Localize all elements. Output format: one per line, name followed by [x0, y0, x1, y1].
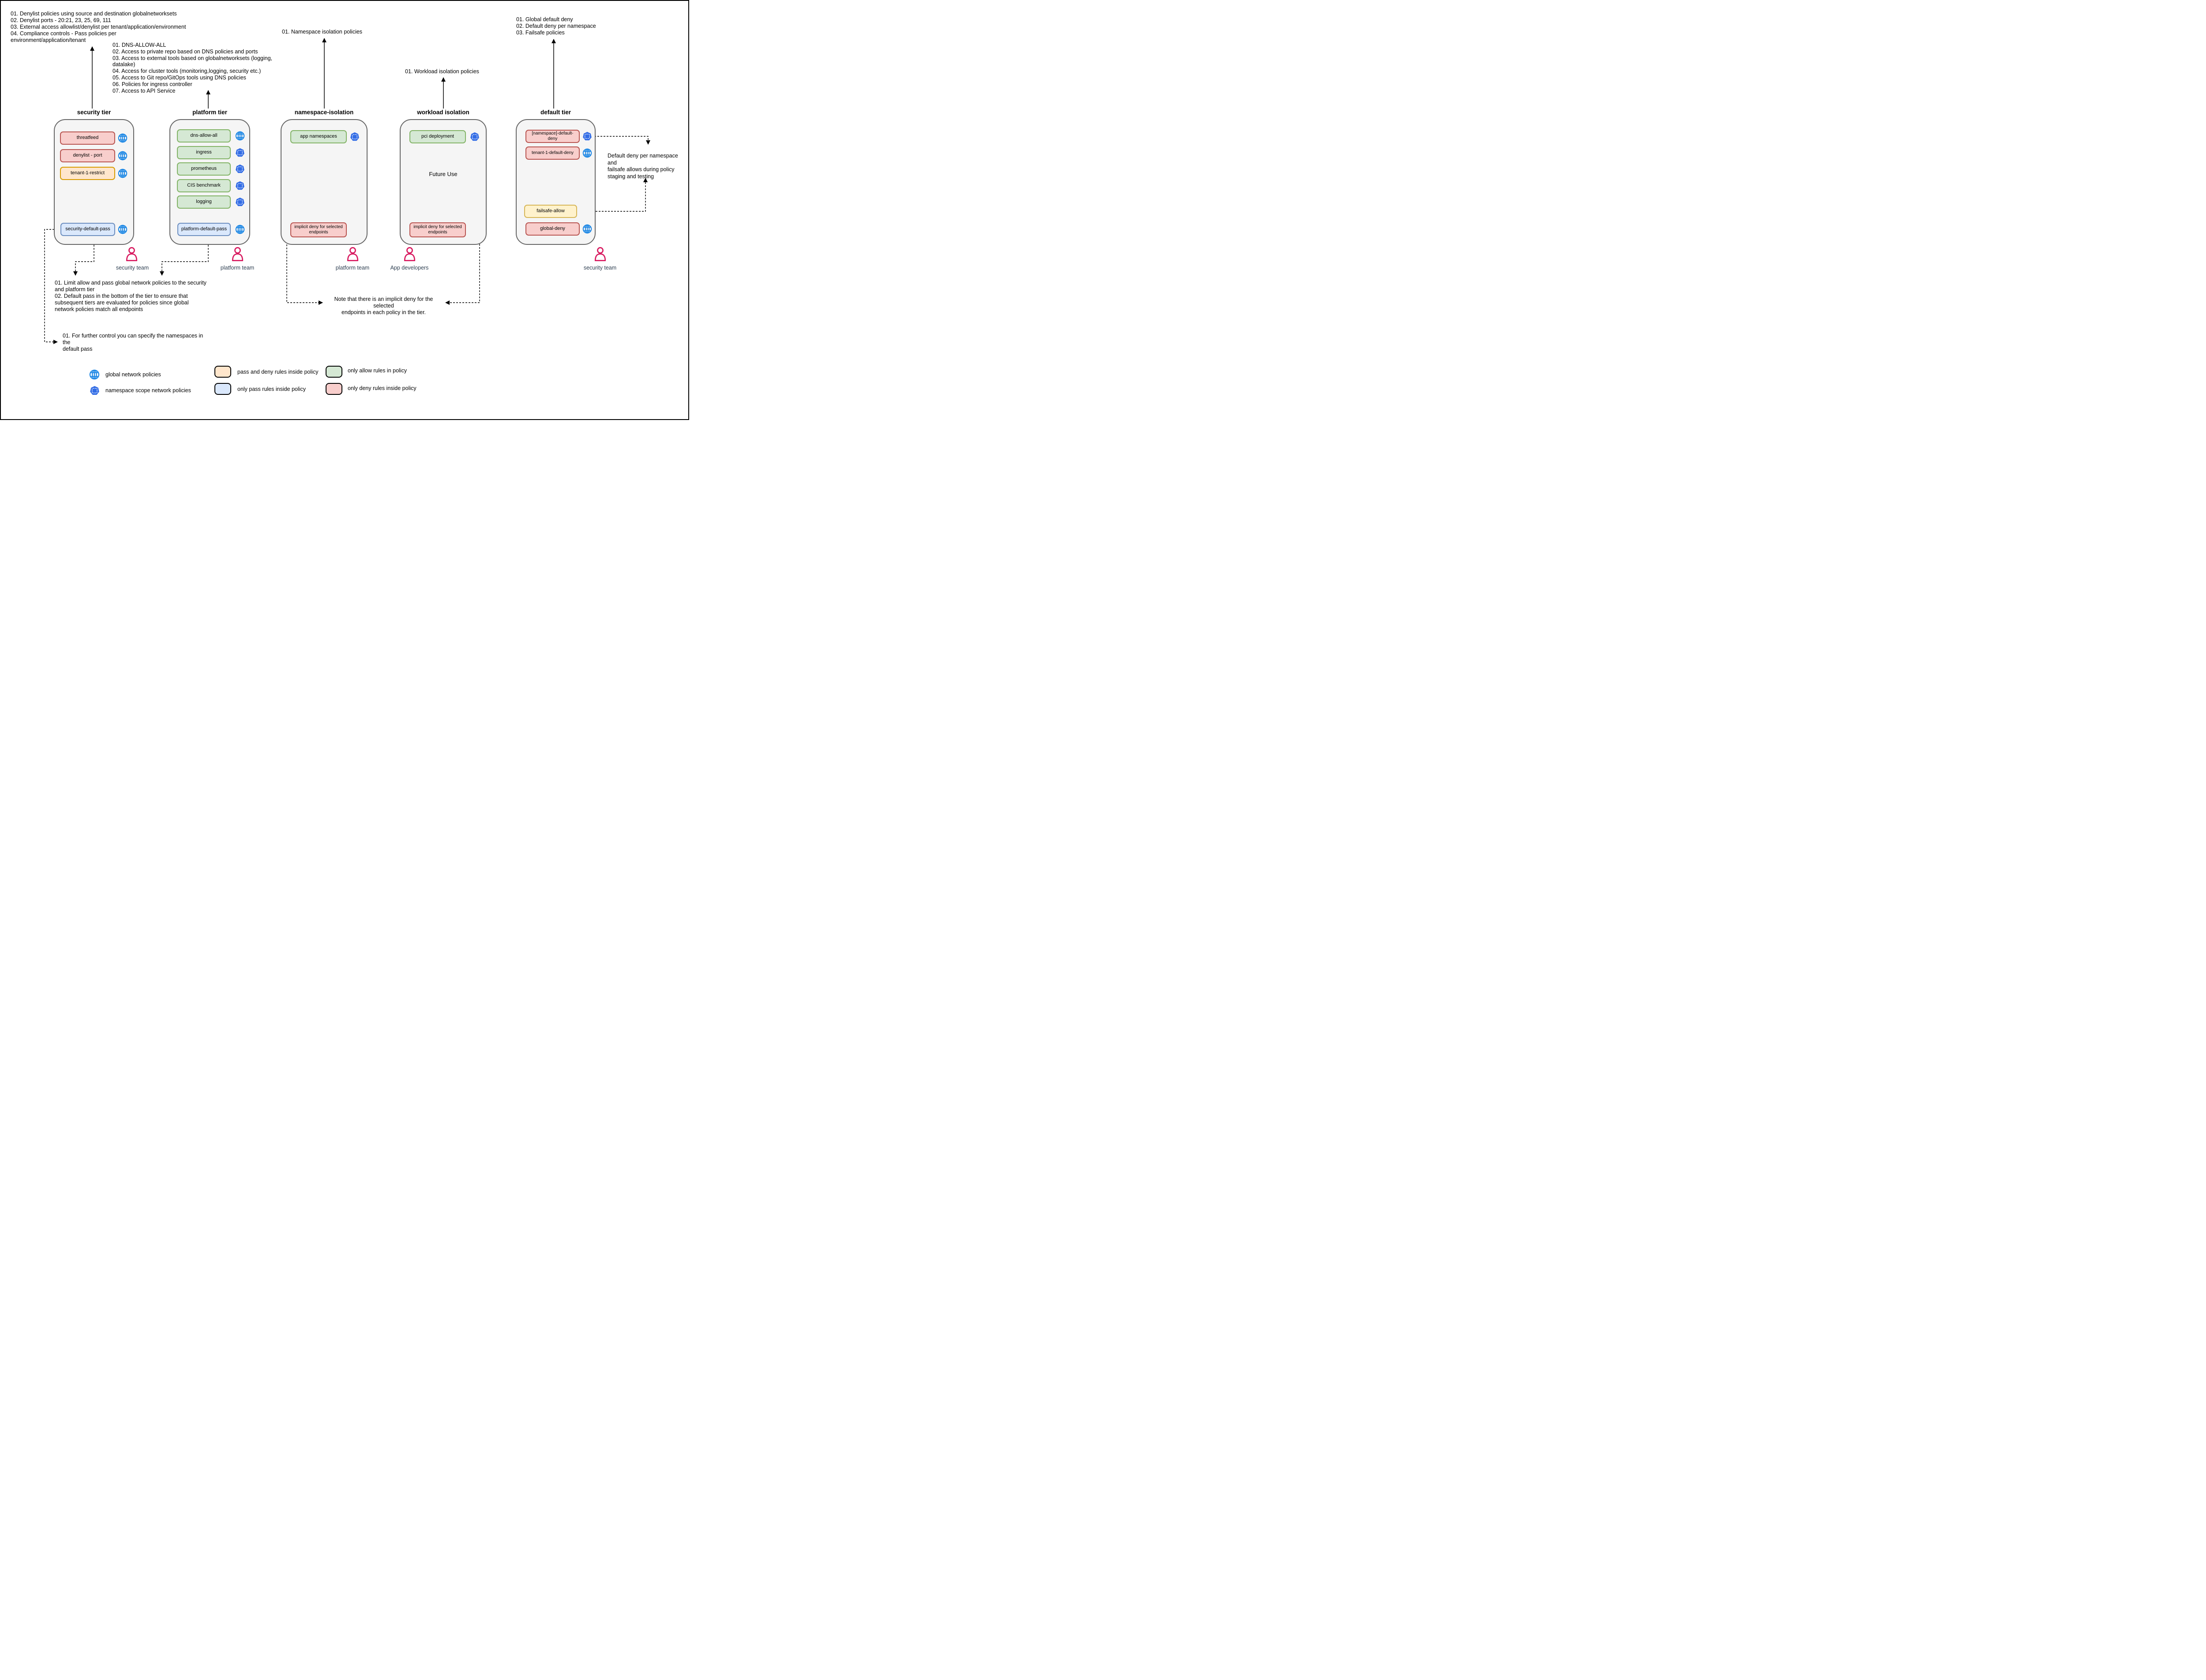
legend-swatch-only-deny	[326, 383, 342, 395]
team-label-platform: platform team	[220, 265, 255, 271]
tier-title-security: security tier	[77, 109, 111, 116]
legend-swatch-pass-and-deny	[214, 366, 231, 378]
platform-tier-notes: 01. DNS-ALLOW-ALL 02. Access to private …	[113, 42, 273, 94]
namespace-policy-icon	[582, 131, 592, 141]
security-team-icon	[593, 246, 608, 262]
policy-denylist-port: denylist - port	[60, 149, 115, 162]
policy-platform-default-pass: platform-default-pass	[177, 223, 231, 236]
namespace-policy-icon	[350, 132, 360, 142]
global-policy-icon	[118, 225, 128, 234]
policy-global-deny: global-deny	[525, 222, 580, 236]
policy-cis-benchmark: CIS benchmark	[177, 179, 231, 192]
platform-team-icon	[230, 246, 245, 262]
policy-tenant-1-restrict: tenant-1-restrict	[60, 167, 115, 180]
global-policy-icon	[118, 133, 128, 143]
global-policy-icon	[582, 224, 592, 234]
dashed-platform-tier-to-teams-note	[160, 245, 209, 276]
policy-pci-deployment: pci deployment	[409, 130, 466, 143]
legend-swatch-only-pass	[214, 383, 231, 395]
tier-title-default: default tier	[540, 109, 571, 116]
security-team-icon	[124, 246, 139, 262]
namespace-policy-icon	[90, 385, 100, 396]
policy-failsafe-allow: failsafe-allow	[524, 205, 577, 218]
team-label-security: security team	[116, 265, 149, 271]
default-pass-note: 01. For further control you can specify …	[63, 333, 203, 352]
global-policy-icon	[118, 151, 128, 161]
legend-only-deny-rules: only deny rules inside policy	[348, 385, 416, 391]
namespace-isolation-note: 01. Namespace isolation policies	[282, 29, 363, 35]
security-tier-notes: 01. Denylist policies using source and d…	[11, 11, 186, 43]
policy-namespace-default-deny: [namespace]-default-deny	[525, 130, 580, 143]
default-tier-notes: 01. Global default deny 02. Default deny…	[516, 16, 596, 36]
legend-pass-and-deny-rules: pass and deny rules inside policy	[237, 369, 319, 375]
namespace-policy-icon	[470, 132, 480, 142]
dashed-namespace-default-deny-to-staging-note	[594, 136, 650, 145]
implicit-deny-note: Note that there is an implicit deny for …	[334, 296, 433, 315]
legend-namespace-scope-policies: namespace scope network policies	[105, 387, 191, 394]
policy-logging: logging	[177, 195, 231, 209]
global-policy-icon	[235, 225, 245, 234]
legend-only-allow-rules: only allow rules in policy	[348, 368, 407, 374]
teams-note: 01. Limit allow and pass global network …	[55, 280, 206, 312]
legend-swatch-only-allow	[326, 366, 342, 378]
global-policy-icon	[582, 148, 592, 158]
legend-only-pass-rules: only pass rules inside policy	[237, 386, 306, 392]
app-developers-icon	[402, 246, 417, 262]
policy-threatfeed: threatfeed	[60, 131, 115, 145]
tier-title-namespace-isolation: namespace-isolation	[294, 109, 354, 116]
global-policy-icon	[235, 131, 245, 141]
global-policy-icon	[118, 169, 128, 178]
namespace-policy-icon	[235, 197, 245, 207]
team-label-app-developers: App developers	[390, 265, 429, 271]
policy-security-default-pass: security-default-pass	[60, 223, 115, 236]
policy-tenant-1-default-deny: tenant-1-default-deny	[525, 146, 580, 160]
staging-note: Default deny per namespace and failsafe …	[608, 153, 678, 180]
tier-title-platform: platform tier	[192, 109, 227, 116]
policy-app-namespaces: app namespaces	[290, 130, 347, 143]
tier-title-workload-isolation: workload isolation	[417, 109, 469, 116]
namespace-policy-icon	[235, 181, 245, 191]
policy-dns-allow-all: dns-allow-all	[177, 129, 231, 142]
team-label-default-tier: security team	[583, 265, 617, 271]
team-label-ns-isolation: platform team	[335, 265, 370, 271]
tiered-network-policy-diagram: 01. Denylist policies using source and d…	[0, 0, 689, 420]
future-use-label: Future Use	[429, 171, 458, 177]
policy-ns-implicit-deny: implicit deny for selected endpoints	[290, 222, 347, 237]
policy-ingress: ingress	[177, 146, 231, 159]
platform-team-icon	[345, 246, 360, 262]
policy-prometheus: prometheus	[177, 162, 231, 176]
legend-global-network-policies: global network policies	[105, 371, 161, 378]
dashed-security-tier-to-teams-note	[73, 245, 94, 276]
global-policy-icon	[89, 369, 100, 380]
namespace-policy-icon	[235, 164, 245, 174]
policy-workload-implicit-deny: implicit deny for selected endpoints	[409, 222, 466, 237]
workload-isolation-note: 01. Workload isolation policies	[405, 68, 479, 75]
namespace-policy-icon	[235, 148, 245, 158]
